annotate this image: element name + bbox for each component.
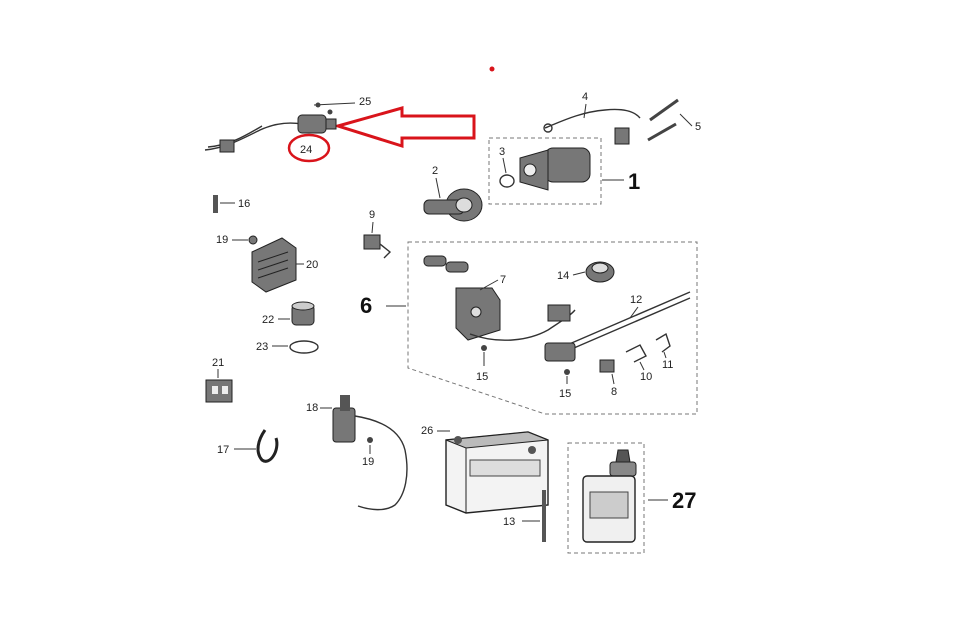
clip-part-8: [599, 359, 615, 373]
starter-motor-part-1: [519, 147, 591, 191]
label-10: 10: [640, 371, 652, 383]
label-6: 6: [360, 293, 372, 318]
acid-box: [567, 442, 645, 554]
label-8: 8: [611, 386, 617, 398]
label-18: 18: [306, 402, 318, 414]
bolt-part-16: [213, 195, 218, 213]
oring-part-3: [499, 174, 515, 188]
label-7: 7: [500, 274, 506, 286]
label-5: 5: [695, 121, 701, 133]
label-25: 25: [359, 96, 371, 108]
label-15b: 15: [559, 388, 571, 400]
label-12: 12: [630, 294, 642, 306]
label-9: 9: [369, 209, 375, 221]
highlight-arrow: [332, 106, 476, 149]
bracket-part-11: [655, 332, 671, 353]
label-2: 2: [432, 165, 438, 177]
acid-bottle-part-27: [582, 449, 637, 543]
cable-part-12: [544, 291, 691, 362]
cap-part-14: [585, 261, 615, 283]
ignition-coil-part-24: [204, 102, 356, 153]
ignition-set-box: [407, 241, 698, 415]
switch-part-9: [363, 234, 392, 259]
cable-part-4: [543, 108, 641, 145]
label-17: 17: [217, 444, 229, 456]
label-19b: 19: [362, 456, 374, 468]
label-21: 21: [212, 357, 224, 369]
red-dot: [489, 66, 495, 72]
label-22: 22: [262, 314, 274, 326]
label-4: 4: [582, 91, 588, 103]
highlight-circle: [287, 133, 331, 163]
starter-clutch-part-2: [423, 188, 483, 222]
label-23: 23: [256, 341, 268, 353]
label-3: 3: [499, 146, 505, 158]
bolts-part-5: [647, 98, 679, 142]
starter-box: [488, 137, 602, 205]
strap-part-17: [256, 429, 279, 463]
label-1: 1: [628, 169, 640, 194]
label-13: 13: [503, 516, 515, 528]
clamp-part-23: [289, 340, 319, 354]
bracket-part-10: [625, 344, 647, 363]
nut-part-19: [248, 235, 258, 245]
label-20: 20: [306, 259, 318, 271]
connector-part-21: [205, 379, 233, 403]
label-27: 27: [672, 488, 696, 513]
regulator-part-20: [251, 237, 297, 293]
relay-part-22: [291, 301, 315, 326]
battery-part-26: [445, 431, 549, 514]
label-16: 16: [238, 198, 250, 210]
label-26: 26: [421, 425, 433, 437]
label-24: 24: [300, 144, 312, 156]
ignition-switch-part-7: [423, 255, 576, 341]
kill-switch-part-18: [332, 395, 408, 511]
label-15a: 15: [476, 371, 488, 383]
label-19a: 19: [216, 234, 228, 246]
label-11: 11: [662, 359, 673, 371]
label-14: 14: [557, 270, 569, 282]
